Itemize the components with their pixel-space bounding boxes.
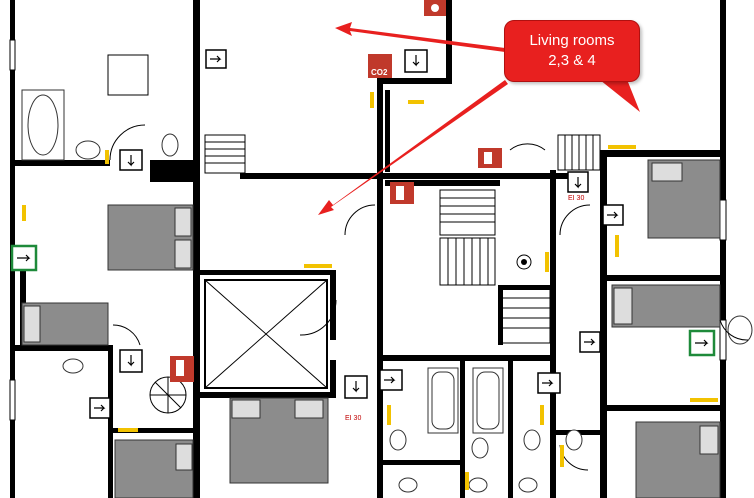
furniture: [21, 54, 753, 498]
callout-arrows: [318, 22, 640, 215]
fire-rating-label: EI 30: [568, 195, 584, 202]
co2-label: CO2: [371, 68, 388, 77]
sink: [75, 140, 101, 160]
arrow-icon: [335, 22, 505, 52]
doors: [109, 124, 749, 471]
windows: [9, 39, 727, 421]
exit-sign-icons: [10, 244, 716, 357]
arrow-icon: [318, 80, 508, 215]
co2-extinguisher-icon: [368, 54, 392, 78]
callout-line-2: 2,3 & 4: [548, 52, 596, 69]
arrow-icon: [600, 80, 640, 112]
callout-line-1: Living rooms: [529, 32, 615, 49]
stairs: [149, 134, 601, 414]
door-markers: [22, 92, 718, 490]
fire-rating-label: EI 30: [345, 415, 361, 422]
detector-glyphs: [94, 55, 619, 412]
living-rooms-callout: Living rooms 2,3 & 4: [504, 20, 640, 82]
wardrobe: [107, 54, 149, 96]
fire-extinguisher-icons: CO2: [170, 0, 502, 382]
toilet: [161, 133, 179, 157]
